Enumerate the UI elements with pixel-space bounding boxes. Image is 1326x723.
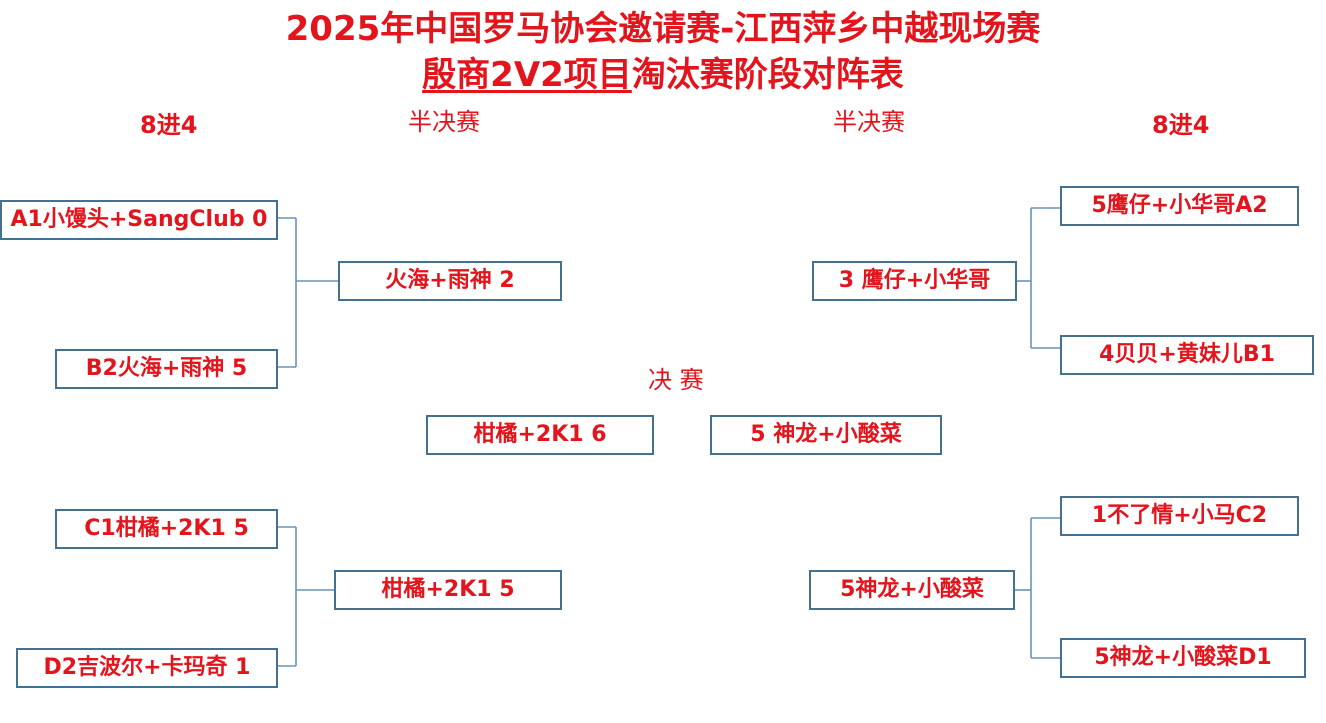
header-right-semi: 半决赛 [833, 108, 905, 136]
right-semi-box-2: 5神龙+小酸菜 [809, 570, 1015, 610]
title-line-1: 2025年中国罗马协会邀请赛-江西萍乡中越现场赛 [0, 9, 1326, 49]
left-quarter-box-3: C1柑橘+2K1 5 [55, 509, 278, 549]
header-right-quarter: 8进4 [1152, 111, 1210, 139]
title-line-2: 殷商2V2项目淘汰赛阶段对阵表 [0, 55, 1326, 95]
right-semi-box-1: 3 鹰仔+小华哥 [812, 261, 1017, 301]
left-quarter-box-4: D2吉波尔+卡玛奇 1 [16, 648, 278, 688]
title-line-2-rest: 淘汰赛阶段对阵表 [631, 55, 904, 95]
left-quarter-box-2: B2火海+雨神 5 [55, 349, 278, 389]
left-quarter-box-1: A1小馒头+SangClub 0 [0, 200, 278, 240]
final-box-right: 5 神龙+小酸菜 [710, 415, 942, 455]
header-left-semi: 半决赛 [408, 108, 480, 136]
title-line-1-text: 2025年中国罗马协会邀请赛-江西萍乡中越现场赛 [285, 9, 1041, 49]
header-final: 决 赛 [648, 366, 704, 394]
right-quarter-box-4: 5神龙+小酸菜D1 [1060, 638, 1306, 678]
final-box-left: 柑橘+2K1 6 [426, 415, 654, 455]
title-line-2-underlined: 殷商2V2项目 [422, 55, 632, 95]
right-quarter-box-2: 4贝贝+黄妹儿B1 [1060, 335, 1314, 375]
right-quarter-box-3: 1不了情+小马C2 [1060, 496, 1299, 536]
right-quarter-box-1: 5鹰仔+小华哥A2 [1060, 186, 1299, 226]
left-semi-box-2: 柑橘+2K1 5 [334, 570, 562, 610]
left-semi-box-1: 火海+雨神 2 [338, 261, 562, 301]
header-left-quarter: 8进4 [140, 111, 198, 139]
